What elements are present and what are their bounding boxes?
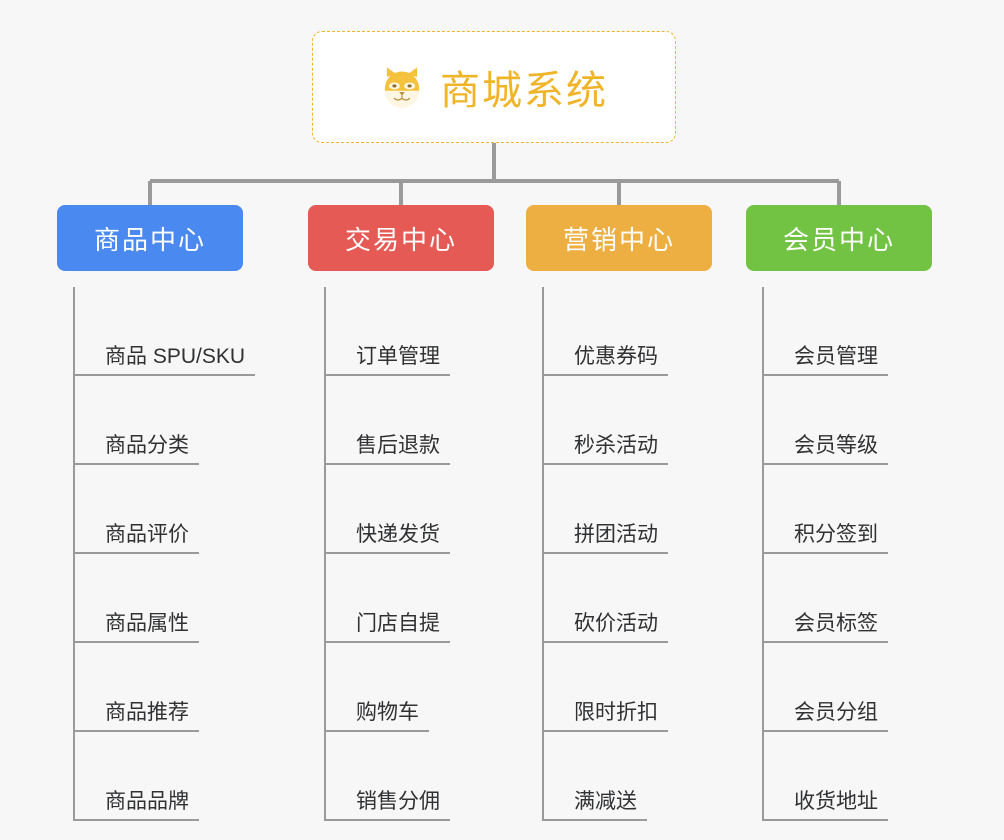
category-header-trade-center[interactable]: 交易中心 — [308, 205, 494, 271]
leaf-label: 商品推荐 — [73, 700, 199, 732]
category-header-member-center[interactable]: 会员中心 — [746, 205, 932, 271]
list-item[interactable]: 购物车 — [324, 643, 494, 732]
list-item[interactable]: 订单管理 — [324, 287, 494, 376]
leaf-list-member-center: 会员管理 会员等级 积分签到 会员标签 会员分组 收货地址 — [762, 287, 932, 821]
leaf-label: 限时折扣 — [542, 700, 668, 732]
list-item[interactable]: 秒杀活动 — [542, 376, 712, 465]
leaf-label: 商品属性 — [73, 611, 199, 643]
leaf-label: 秒杀活动 — [542, 433, 668, 465]
list-item[interactable]: 商品推荐 — [73, 643, 243, 732]
leaf-label: 砍价活动 — [542, 611, 668, 643]
list-item[interactable]: 门店自提 — [324, 554, 494, 643]
column-member-center: 会员中心 会员管理 会员等级 积分签到 会员标签 会员分组 收货地址 — [746, 205, 932, 821]
leaf-list-trade-center: 订单管理 售后退款 快递发货 门店自提 购物车 销售分佣 — [324, 287, 494, 821]
leaf-label: 拼团活动 — [542, 522, 668, 554]
list-item[interactable]: 会员管理 — [762, 287, 932, 376]
root-node[interactable]: 商城系统 — [312, 31, 676, 143]
leaf-list-marketing-center: 优惠券码 秒杀活动 拼团活动 砍价活动 限时折扣 满减送 — [542, 287, 712, 821]
list-item[interactable]: 商品评价 — [73, 465, 243, 554]
leaf-label: 商品评价 — [73, 522, 199, 554]
leaf-label: 售后退款 — [324, 433, 450, 465]
list-item[interactable]: 销售分佣 — [324, 732, 494, 821]
leaf-label: 积分签到 — [762, 522, 888, 554]
list-item[interactable]: 商品属性 — [73, 554, 243, 643]
column-product-center: 商品中心 商品 SPU/SKU 商品分类 商品评价 商品属性 商品推荐 商品品牌 — [57, 205, 256, 821]
list-item[interactable]: 积分签到 — [762, 465, 932, 554]
leaf-label: 销售分佣 — [324, 789, 450, 821]
dog-face-icon — [380, 64, 426, 110]
list-item[interactable]: 商品品牌 — [73, 732, 243, 821]
list-item[interactable]: 快递发货 — [324, 465, 494, 554]
list-item[interactable]: 拼团活动 — [542, 465, 712, 554]
list-item[interactable]: 满减送 — [542, 732, 712, 821]
list-item[interactable]: 售后退款 — [324, 376, 494, 465]
leaf-label: 商品 SPU/SKU — [73, 344, 256, 376]
category-header-product-center[interactable]: 商品中心 — [57, 205, 243, 271]
list-item[interactable]: 限时折扣 — [542, 643, 712, 732]
list-item[interactable]: 会员等级 — [762, 376, 932, 465]
leaf-label: 会员等级 — [762, 433, 888, 465]
category-header-marketing-center[interactable]: 营销中心 — [526, 205, 712, 271]
leaf-label: 商品品牌 — [73, 789, 199, 821]
leaf-label: 收货地址 — [762, 789, 888, 821]
list-item[interactable]: 会员标签 — [762, 554, 932, 643]
leaf-label: 订单管理 — [324, 344, 450, 376]
root-title: 商城系统 — [440, 69, 608, 113]
list-item[interactable]: 商品分类 — [73, 376, 243, 465]
leaf-label: 会员标签 — [762, 611, 888, 643]
leaf-label: 优惠券码 — [542, 344, 668, 376]
leaf-label: 购物车 — [324, 700, 429, 732]
leaf-label: 会员管理 — [762, 344, 888, 376]
list-item[interactable]: 砍价活动 — [542, 554, 712, 643]
leaf-label: 门店自提 — [324, 611, 450, 643]
list-item[interactable]: 会员分组 — [762, 643, 932, 732]
leaf-label: 会员分组 — [762, 700, 888, 732]
list-item[interactable]: 收货地址 — [762, 732, 932, 821]
leaf-label: 满减送 — [542, 789, 647, 821]
leaf-list-product-center: 商品 SPU/SKU 商品分类 商品评价 商品属性 商品推荐 商品品牌 — [73, 287, 256, 821]
leaf-label: 快递发货 — [324, 522, 450, 554]
column-trade-center: 交易中心 订单管理 售后退款 快递发货 门店自提 购物车 销售分佣 — [308, 205, 494, 821]
list-item[interactable]: 优惠券码 — [542, 287, 712, 376]
list-item[interactable]: 商品 SPU/SKU — [73, 287, 256, 376]
column-marketing-center: 营销中心 优惠券码 秒杀活动 拼团活动 砍价活动 限时折扣 满减送 — [526, 205, 712, 821]
leaf-label: 商品分类 — [73, 433, 199, 465]
